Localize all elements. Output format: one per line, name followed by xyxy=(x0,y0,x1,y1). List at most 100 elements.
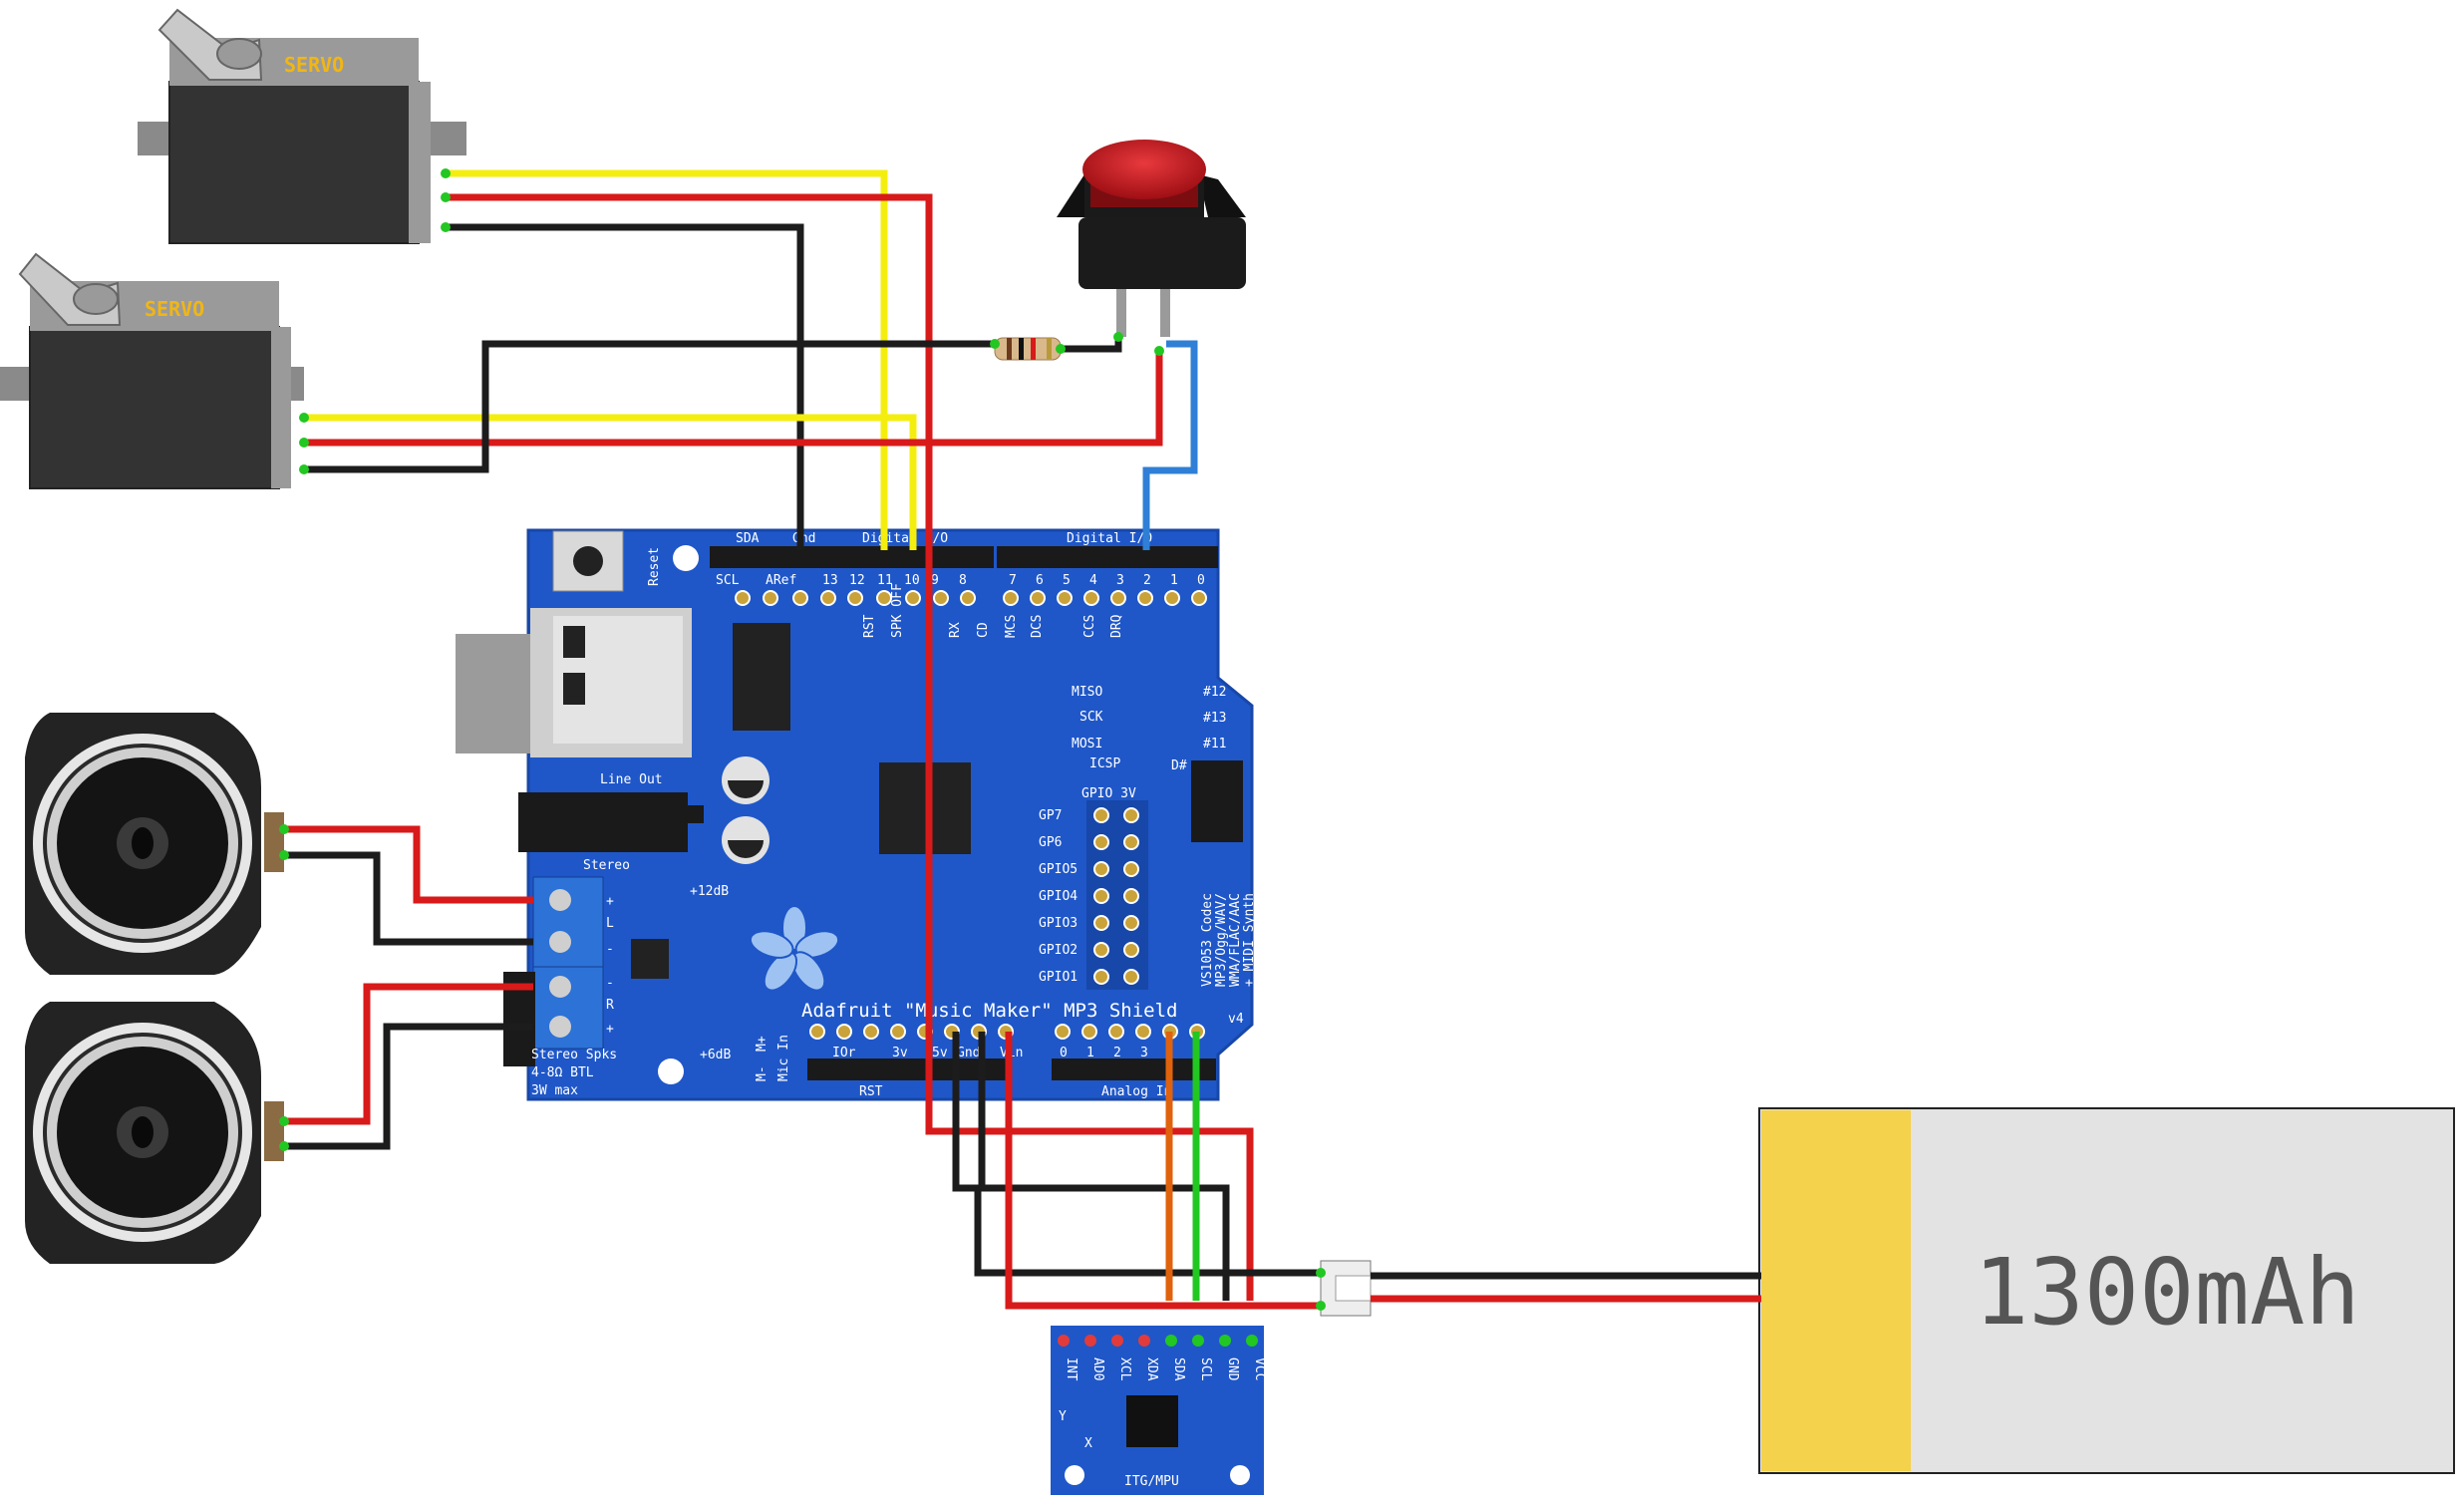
wire-servo1-ground xyxy=(446,223,804,550)
spk-spec-label: 4-8Ω BTL xyxy=(531,1065,594,1080)
pin-label-11: 11 xyxy=(877,573,893,588)
gpio-hole-b-4 xyxy=(1123,915,1139,931)
rst-label: RST xyxy=(859,1084,883,1099)
wire-vin-battery xyxy=(1005,1032,1321,1310)
term-r-plus: + xyxy=(606,1022,614,1037)
sub-label-2: RX xyxy=(948,622,963,638)
pin-hole-right-3 xyxy=(1083,590,1099,606)
power-pin-gnd: Gnd xyxy=(957,1046,980,1060)
spk-power-label: 3W max xyxy=(531,1083,578,1098)
codec-line-2: MP3/Ogg/WAV/ xyxy=(1214,893,1229,987)
mic-label: Mic In xyxy=(776,1035,791,1081)
analog-pin-a3: 3 xyxy=(1140,1046,1148,1060)
pin-label-aref: ARef xyxy=(766,573,796,588)
mpu-axis-x: X xyxy=(1084,1436,1092,1451)
mpu-pin-sda xyxy=(1165,1335,1177,1347)
battery-capacity-label: 1300mAh xyxy=(1974,1239,2360,1346)
codec-line-3: WMA/FLAC/AAC xyxy=(1228,893,1243,987)
servo-2: SERVO xyxy=(0,252,304,489)
analog-pin-a2: 2 xyxy=(1113,1046,1121,1060)
mpu-pin-ad0 xyxy=(1084,1335,1096,1347)
pin-hole-right-7 xyxy=(1191,590,1207,606)
pin-hole-right-0 xyxy=(1003,590,1019,606)
gpio-hole-a-5 xyxy=(1093,942,1109,958)
lipo-battery: 1300mAh xyxy=(1758,1107,2455,1474)
pin-hole-left-6 xyxy=(905,590,921,606)
mpu-pin-label-sda: SDA xyxy=(1171,1357,1186,1381)
gpio-hole-a-0 xyxy=(1093,807,1109,823)
pin-label-scl: SCL xyxy=(716,573,740,588)
pin-label-d5: 5 xyxy=(1063,573,1071,588)
pin-hole-left-8 xyxy=(960,590,976,606)
mpu-label: ITG/MPU xyxy=(1124,1474,1179,1489)
gpio-label-0: GP7 xyxy=(1039,808,1062,823)
pin-hole-left-1 xyxy=(763,590,778,606)
pin-hole-left-4 xyxy=(847,590,863,606)
spi-miso-label: MISO xyxy=(1072,685,1102,700)
icsp-label: ICSP xyxy=(1089,756,1120,771)
gpio-label-5: GPIO2 xyxy=(1039,943,1078,958)
pin-label-d7: 7 xyxy=(1009,573,1017,588)
gpio-hole-a-6 xyxy=(1093,969,1109,985)
analog-hole-0 xyxy=(1055,1024,1071,1040)
gpio-header-label: GPIO 3V xyxy=(1081,786,1136,801)
mpu-pin-label-gnd: GND xyxy=(1225,1357,1240,1381)
pin-hole-left-3 xyxy=(820,590,836,606)
shield-version: v4 xyxy=(1228,1012,1244,1027)
music-maker-shield: Reset Line Out Stereo + L - - R + Stereo… xyxy=(456,528,1257,1101)
wire-gnd-mpu xyxy=(978,1032,1230,1301)
mpu-pin-xda xyxy=(1138,1335,1150,1347)
analog-pin-a1: 1 xyxy=(1086,1046,1094,1060)
wire-spk2-pos xyxy=(284,983,533,1125)
codec-line-4: + MIDI Synth xyxy=(1242,893,1257,987)
shield-title: Adafruit "Music Maker" MP3 Shield xyxy=(801,1000,1178,1022)
pin-hole-right-4 xyxy=(1110,590,1126,606)
wire-button-ground xyxy=(1061,337,1122,353)
wire-joints xyxy=(279,168,1326,1311)
gpio-hole-b-6 xyxy=(1123,969,1139,985)
analog-pin-a0: 0 xyxy=(1060,1046,1068,1060)
sub-label-5: DCS xyxy=(1030,615,1045,638)
push-button xyxy=(1057,140,1246,337)
top-sda-label: SDA xyxy=(736,531,760,546)
sub-label-1: SPK OFF xyxy=(890,583,905,638)
pin-hole-right-2 xyxy=(1057,590,1073,606)
term-l-label: L xyxy=(606,916,614,931)
spi-sck-label: SCK xyxy=(1079,710,1103,725)
speaker-2 xyxy=(25,1002,284,1264)
analog-label: Analog In xyxy=(1101,1084,1171,1099)
spi-mosi-label: MOSI xyxy=(1072,737,1102,752)
mpu-pin-gnd xyxy=(1219,1335,1231,1347)
term-r-minus: - xyxy=(606,976,614,991)
wire-servo1-power xyxy=(446,193,1254,1301)
pin-label-d4: 4 xyxy=(1089,573,1097,588)
term-r-label: R xyxy=(606,998,614,1013)
power-pin-3v: 3v xyxy=(892,1046,908,1060)
mpu-pin-int xyxy=(1058,1335,1070,1347)
servo-2-label: SERVO xyxy=(145,297,204,321)
mpu-pin-label-xda: XDA xyxy=(1144,1357,1159,1381)
pin-hole-left-7 xyxy=(933,590,949,606)
power-pin-ior: IOr xyxy=(832,1046,856,1060)
jst-connector xyxy=(1320,1260,1372,1317)
gpio-hole-b-0 xyxy=(1123,807,1139,823)
analog-pin-labels: 0 1 2 3 xyxy=(1055,1024,1205,1060)
mic-pin-plus: M+ xyxy=(755,1036,770,1052)
line-out-label: Line Out xyxy=(600,772,663,787)
mpu-pin-label-ad0: AD0 xyxy=(1090,1357,1105,1380)
wire-servo2-signal xyxy=(304,414,917,550)
gpio-hole-a-2 xyxy=(1093,861,1109,877)
resistor xyxy=(994,337,1062,361)
gpio-hole-b-1 xyxy=(1123,834,1139,850)
pin-label-13: 13 xyxy=(822,573,838,588)
pin-label-d2: 2 xyxy=(1143,573,1151,588)
pin-hole-left-0 xyxy=(735,590,751,606)
plus6db-label: +6dB xyxy=(700,1048,731,1062)
power-hole-0 xyxy=(809,1024,825,1040)
pin-label-9: 9 xyxy=(931,573,939,588)
